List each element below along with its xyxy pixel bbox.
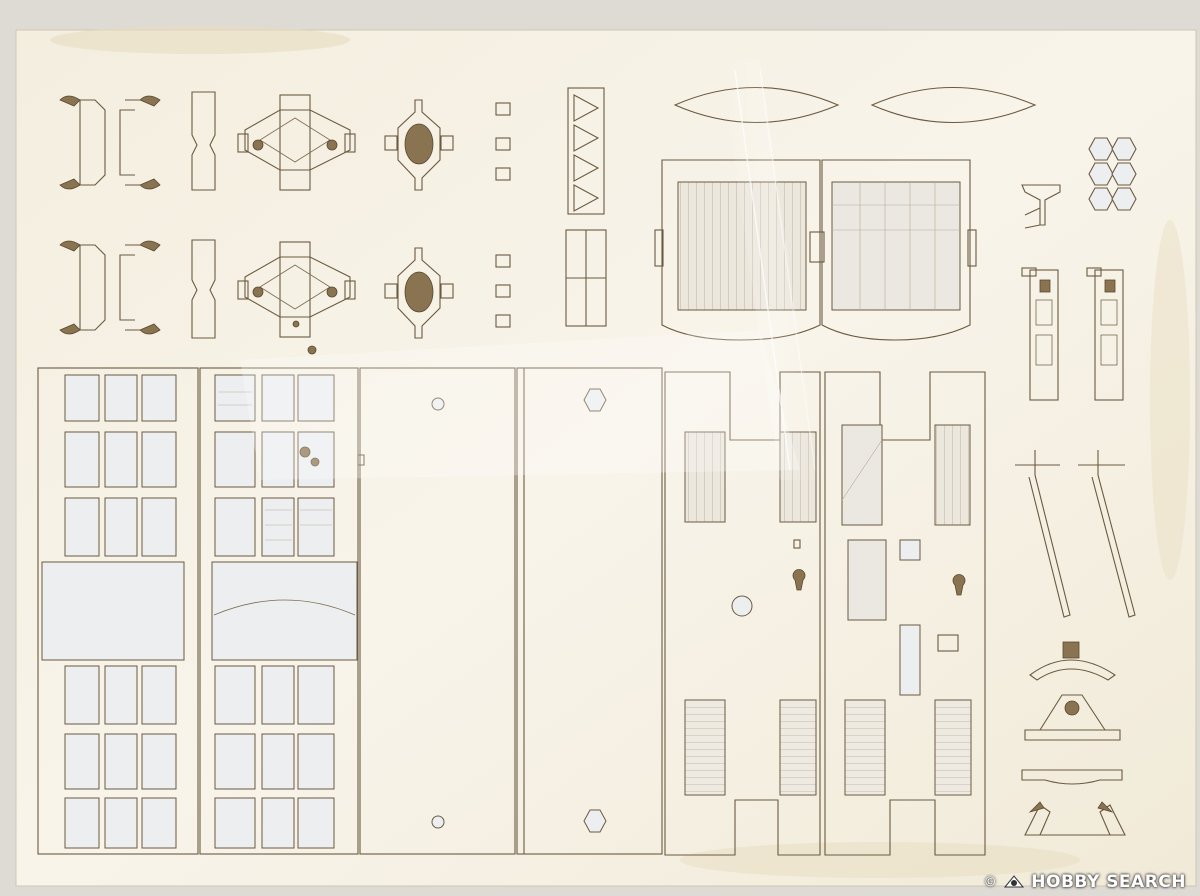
plain-floor-panel-2 bbox=[516, 367, 663, 855]
hobby-search-logo-icon bbox=[1004, 875, 1025, 888]
bolster-parts bbox=[237, 94, 356, 338]
watermark: © HOBBY SEARCH bbox=[984, 872, 1186, 892]
plain-floor-panel-1 bbox=[357, 367, 516, 855]
spindle-parts bbox=[384, 99, 454, 339]
watermark-brand: HOBBY SEARCH bbox=[1031, 872, 1186, 892]
side-wall-panel-1 bbox=[37, 367, 199, 855]
spring-parts bbox=[1021, 641, 1126, 836]
plastic-sleeve-reflection bbox=[240, 60, 820, 480]
triangle-gusset-parts bbox=[565, 87, 607, 327]
brake-lever-parts bbox=[1021, 184, 1124, 401]
wood-sheet bbox=[15, 26, 1197, 887]
small-bracket-parts bbox=[495, 102, 511, 328]
underframe-panel-2 bbox=[824, 371, 986, 856]
brake-hanger-parts bbox=[59, 91, 216, 339]
side-wall-panel-2 bbox=[199, 345, 359, 855]
underframe-panel-1 bbox=[664, 371, 821, 856]
hex-parts bbox=[1088, 137, 1137, 211]
long-rod-parts bbox=[1015, 450, 1136, 618]
copyright-mark: © bbox=[983, 874, 998, 890]
